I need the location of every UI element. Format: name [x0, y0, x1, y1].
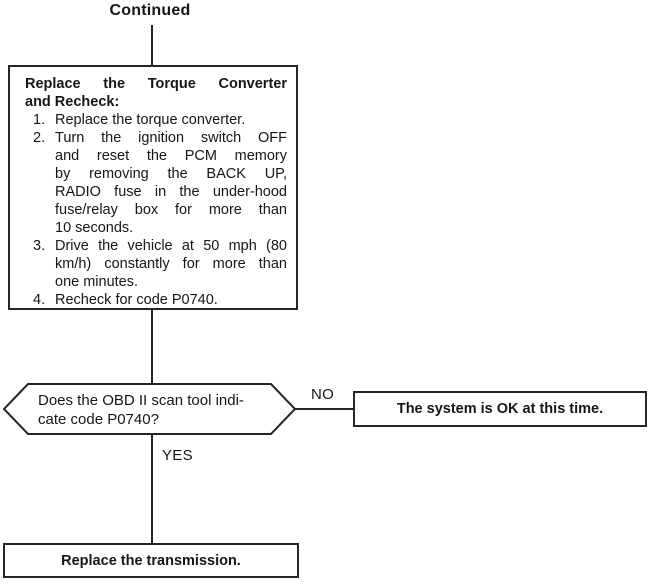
terminal-box-system-ok: The system is OK at this time. [353, 391, 647, 427]
connector-process-to-decision [151, 308, 153, 383]
step-number: 4. [33, 292, 46, 308]
yes-branch-label: YES [162, 447, 193, 464]
step-text-line: Turn the ignition switch OFF [55, 130, 287, 146]
process-box-title-line: Replace the Torque Converter [25, 76, 287, 92]
step-number: 1. [33, 112, 46, 128]
connector-continued-to-process [151, 25, 153, 65]
step-number: 2. [33, 130, 46, 146]
step-text-line: Replace the torque converter. [55, 112, 246, 128]
decision-hexagon-obd-scan: Does the OBD II scan tool indi- cate cod… [3, 383, 296, 435]
continued-label: Continued [109, 2, 191, 19]
step-text-line: one minutes. [55, 274, 139, 290]
step-text-line: Recheck for code P0740. [55, 292, 218, 308]
process-step-2: 2. Turn the ignition switch OFF and rese… [25, 129, 287, 237]
no-branch-label: NO [311, 386, 335, 403]
step-text-line: Drive the vehicle at 50 mph (80 [55, 238, 287, 254]
process-step-4: 4. Recheck for code P0740. [25, 291, 287, 309]
process-step-3: 3. Drive the vehicle at 50 mph (80 km/h)… [25, 237, 287, 291]
process-box-replace-torque-converter: Replace the Torque Converter and Recheck… [8, 65, 298, 310]
decision-text-line: Does the OBD II scan tool indi- [38, 392, 244, 409]
hexagon-shape [3, 383, 296, 435]
process-box-title-line: and Recheck: [25, 94, 120, 110]
step-number: 3. [33, 238, 46, 254]
decision-text: Does the OBD II scan tool indi- cate cod… [38, 391, 273, 429]
terminal-box-replace-transmission: Replace the transmission. [3, 543, 299, 578]
decision-text-line: cate code P0740? [38, 411, 159, 428]
connector-decision-to-ok-box [294, 408, 353, 410]
step-text-line: fuse/relay box for more than [55, 202, 287, 218]
step-text-line: and reset the PCM memory [55, 148, 287, 164]
connector-decision-to-transmission-box [151, 434, 153, 543]
step-text-line: by removing the BACK UP, [55, 166, 287, 182]
step-text-line: 10 seconds. [55, 220, 134, 236]
process-step-1: 1. Replace the torque converter. [25, 111, 287, 129]
step-text-line: km/h) constantly for more than [55, 256, 287, 272]
step-text-line: RADIO fuse in the under-hood [55, 184, 287, 200]
